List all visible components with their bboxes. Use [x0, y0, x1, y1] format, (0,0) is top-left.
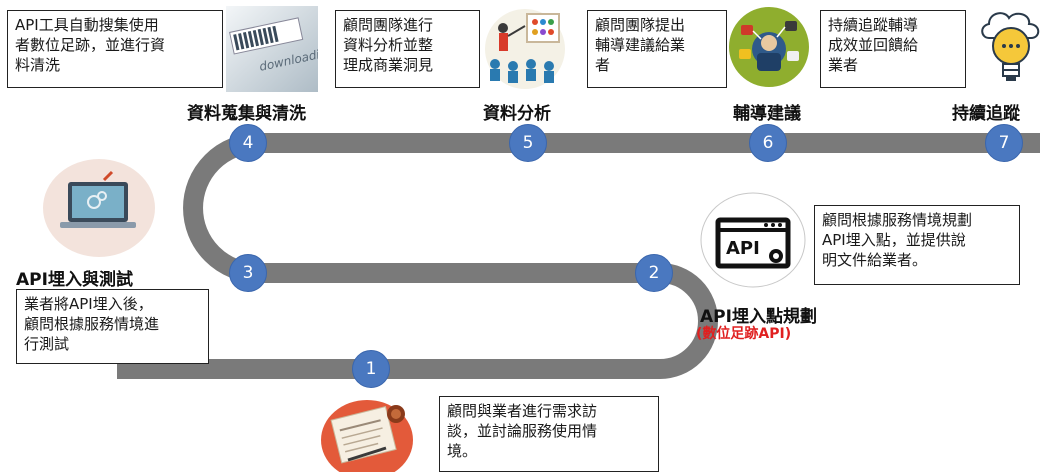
step2-marker: 2	[635, 254, 673, 292]
step2-subtitle: (數位足跡API)	[696, 326, 792, 342]
step7-description-box: 持續追蹤輔導 成效並回饋給 業者	[820, 10, 966, 88]
step3-marker: 3	[229, 254, 267, 292]
step4-description-box: API工具自動搜集使用 者數位足跡，並進行資 料清洗	[7, 10, 223, 88]
step4-marker: 4	[229, 124, 267, 162]
presentation-icon	[481, 6, 569, 92]
step7-title: 持續追蹤	[952, 104, 1020, 124]
api-window-icon: API	[700, 192, 806, 288]
step4-title: 資料蒐集與清洗	[187, 104, 306, 124]
lightbulb-icon	[975, 8, 1047, 90]
step6-description-box: 顧問團隊提出 輔導建議給業 者	[587, 10, 727, 88]
step3-title: API埋入與測試	[16, 270, 133, 290]
step5-marker: 5	[509, 124, 547, 162]
step5-title: 資料分析	[483, 104, 551, 124]
downloading-icon: downloading...	[226, 6, 347, 92]
step2-title: API埋入點規劃	[700, 307, 817, 327]
curriculum-document-icon	[318, 390, 416, 476]
laptop-icon	[42, 158, 156, 258]
step2-description-box: 顧問根據服務情境規劃 API埋入點，並提供說 明文件給業者。	[814, 205, 1020, 285]
step6-title: 輔導建議	[733, 104, 801, 124]
consulting-network-icon	[727, 5, 811, 89]
step1-marker: 1	[352, 350, 390, 388]
step5-description-box: 顧問團隊進行 資料分析並整 理成商業洞見	[335, 10, 480, 88]
api-window-label: API	[726, 238, 760, 259]
step3-description-box: 業者將API埋入後， 顧問根據服務情境進 行測試	[16, 289, 209, 364]
step1-description-box: 顧問與業者進行需求訪 談，並討論服務使用情 境。	[439, 396, 659, 472]
step6-marker: 6	[749, 124, 787, 162]
step7-marker: 7	[985, 124, 1023, 162]
